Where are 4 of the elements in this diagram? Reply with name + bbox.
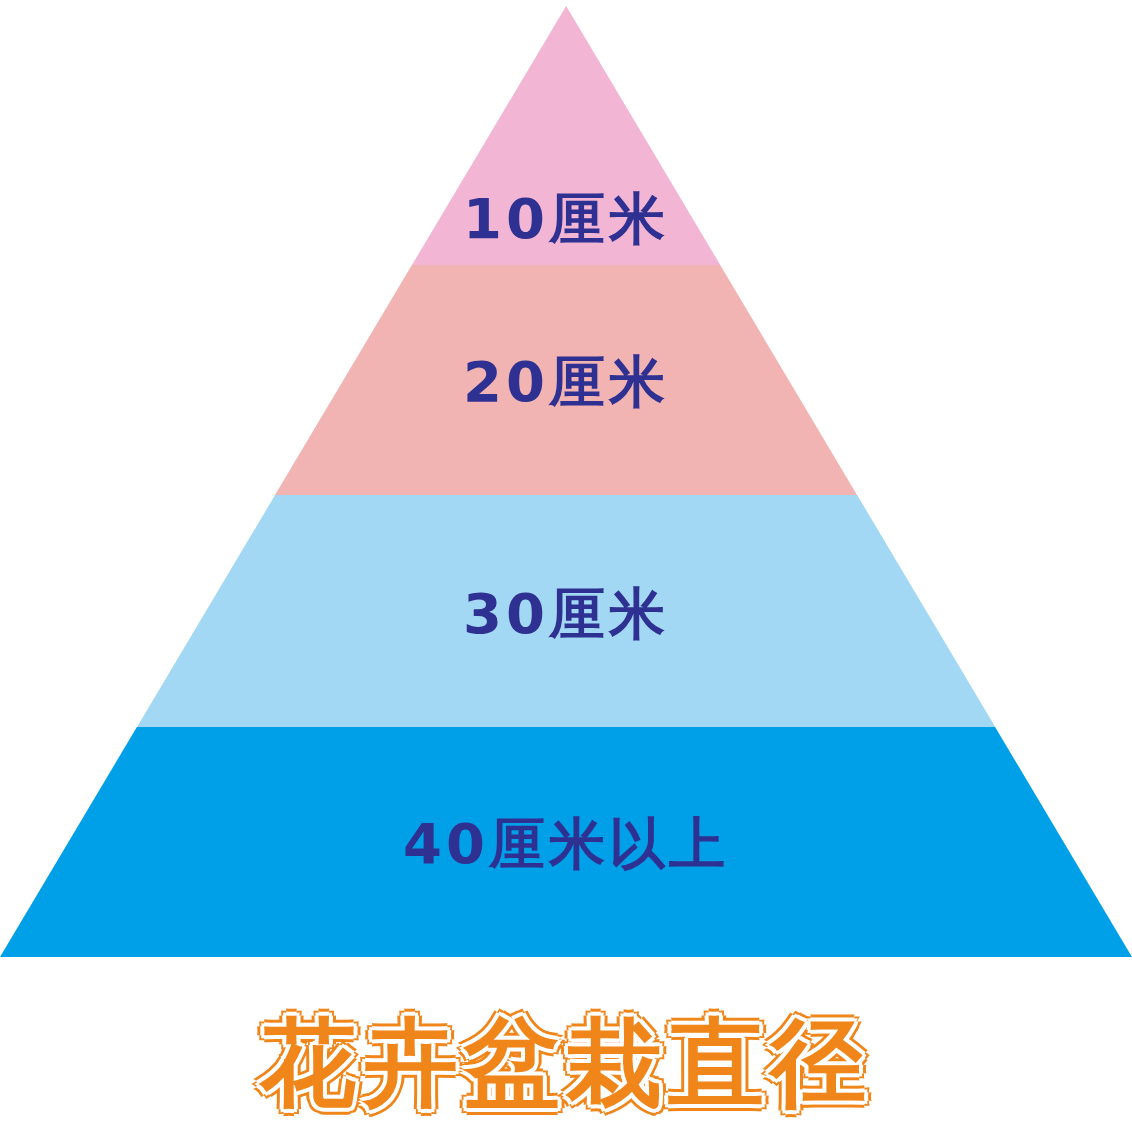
- band-label: 20厘米: [462, 348, 670, 416]
- band-label: 40厘米以上: [402, 810, 730, 878]
- band-label: 10厘米: [462, 185, 670, 253]
- band-label: 30厘米: [462, 580, 670, 648]
